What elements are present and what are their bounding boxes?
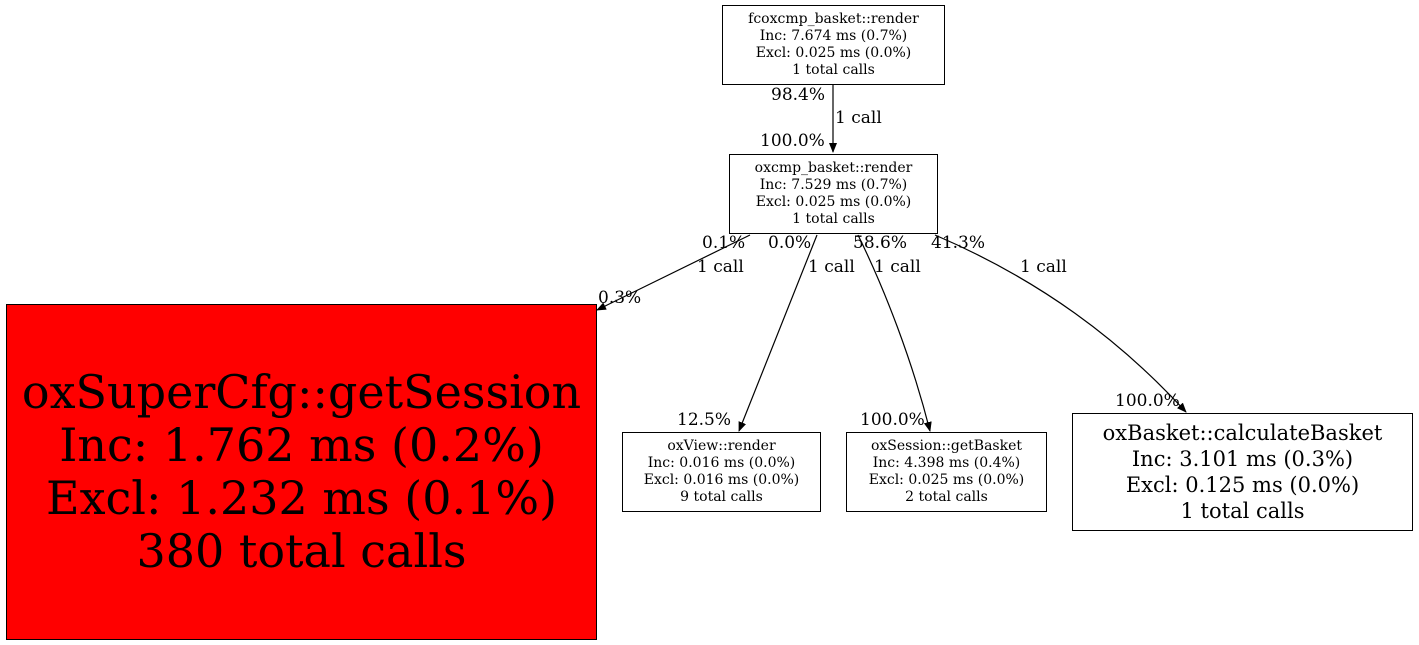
node-name: oxBasket::calculateBasket [1102,421,1383,445]
edge-tail-percent: 98.4% [771,85,826,105]
node-call-count: 9 total calls [680,489,763,505]
edge-call-count: 1 call [874,257,921,277]
edge-line-e4 [857,234,932,432]
node-exclusive-time: Excl: 0.016 ms (0.0%) [643,472,800,488]
node-exclusive-time: Excl: 0.125 ms (0.0%) [1125,473,1360,497]
edge-line-e3 [738,234,818,432]
node-call-count: 2 total calls [905,489,988,505]
node-exclusive-time: Excl: 0.025 ms (0.0%) [868,472,1025,488]
node-supercfg-getsession[interactable]: oxSuperCfg::getSession Inc: 1.762 ms (0.… [6,304,597,640]
node-call-count: 380 total calls [136,524,467,578]
node-fcoxcmp-render[interactable]: fcoxcmp_basket::render Inc: 7.674 ms (0.… [722,5,945,85]
edge-line-e2 [596,234,751,311]
node-name: oxView::render [667,438,776,454]
node-inclusive-time: Inc: 3.101 ms (0.3%) [1131,447,1354,471]
edge-head-percent: 100.0% [760,131,825,151]
node-oxbasket-calculatebasket[interactable]: oxBasket::calculateBasket Inc: 3.101 ms … [1072,413,1413,531]
node-name: oxSession::getBasket [870,438,1022,454]
edge-call-count: 1 call [835,108,882,128]
node-inclusive-time: Inc: 1.762 ms (0.2%) [59,418,544,472]
edge-call-count: 1 call [697,257,744,277]
node-exclusive-time: Excl: 1.232 ms (0.1%) [45,471,558,525]
edge-tail-percent: 41.3% [931,233,986,253]
node-inclusive-time: Inc: 7.529 ms (0.7%) [759,177,908,193]
node-call-count: 1 total calls [1180,499,1305,523]
node-call-count: 1 total calls [792,211,875,227]
edge-head-percent: 0.3% [598,288,642,308]
edge-tail-percent: 0.1% [702,233,746,253]
node-exclusive-time: Excl: 0.025 ms (0.0%) [755,194,912,210]
edge-call-count: 1 call [808,257,855,277]
node-name: oxSuperCfg::getSession [21,365,582,419]
node-name: fcoxcmp_basket::render [748,11,919,27]
node-inclusive-time: Inc: 7.674 ms (0.7%) [759,28,908,44]
edge-head-percent: 100.0% [1115,391,1180,411]
node-call-count: 1 total calls [792,62,875,78]
node-inclusive-time: Inc: 4.398 ms (0.4%) [872,455,1021,471]
node-oxview-render[interactable]: oxView::render Inc: 0.016 ms (0.0%) Excl… [622,432,821,512]
node-oxsession-getbasket[interactable]: oxSession::getBasket Inc: 4.398 ms (0.4%… [846,432,1047,512]
edge-line-e5 [934,234,1187,413]
node-inclusive-time: Inc: 0.016 ms (0.0%) [647,455,796,471]
edge-head-percent: 100.0% [860,410,925,430]
node-oxcmp-render[interactable]: oxcmp_basket::render Inc: 7.529 ms (0.7%… [729,154,938,234]
edge-tail-percent: 58.6% [853,233,908,253]
edge-head-percent: 12.5% [677,410,732,430]
node-name: oxcmp_basket::render [754,160,913,176]
node-exclusive-time: Excl: 0.025 ms (0.0%) [755,45,912,61]
edge-call-count: 1 call [1020,257,1067,277]
edge-tail-percent: 0.0% [768,233,812,253]
